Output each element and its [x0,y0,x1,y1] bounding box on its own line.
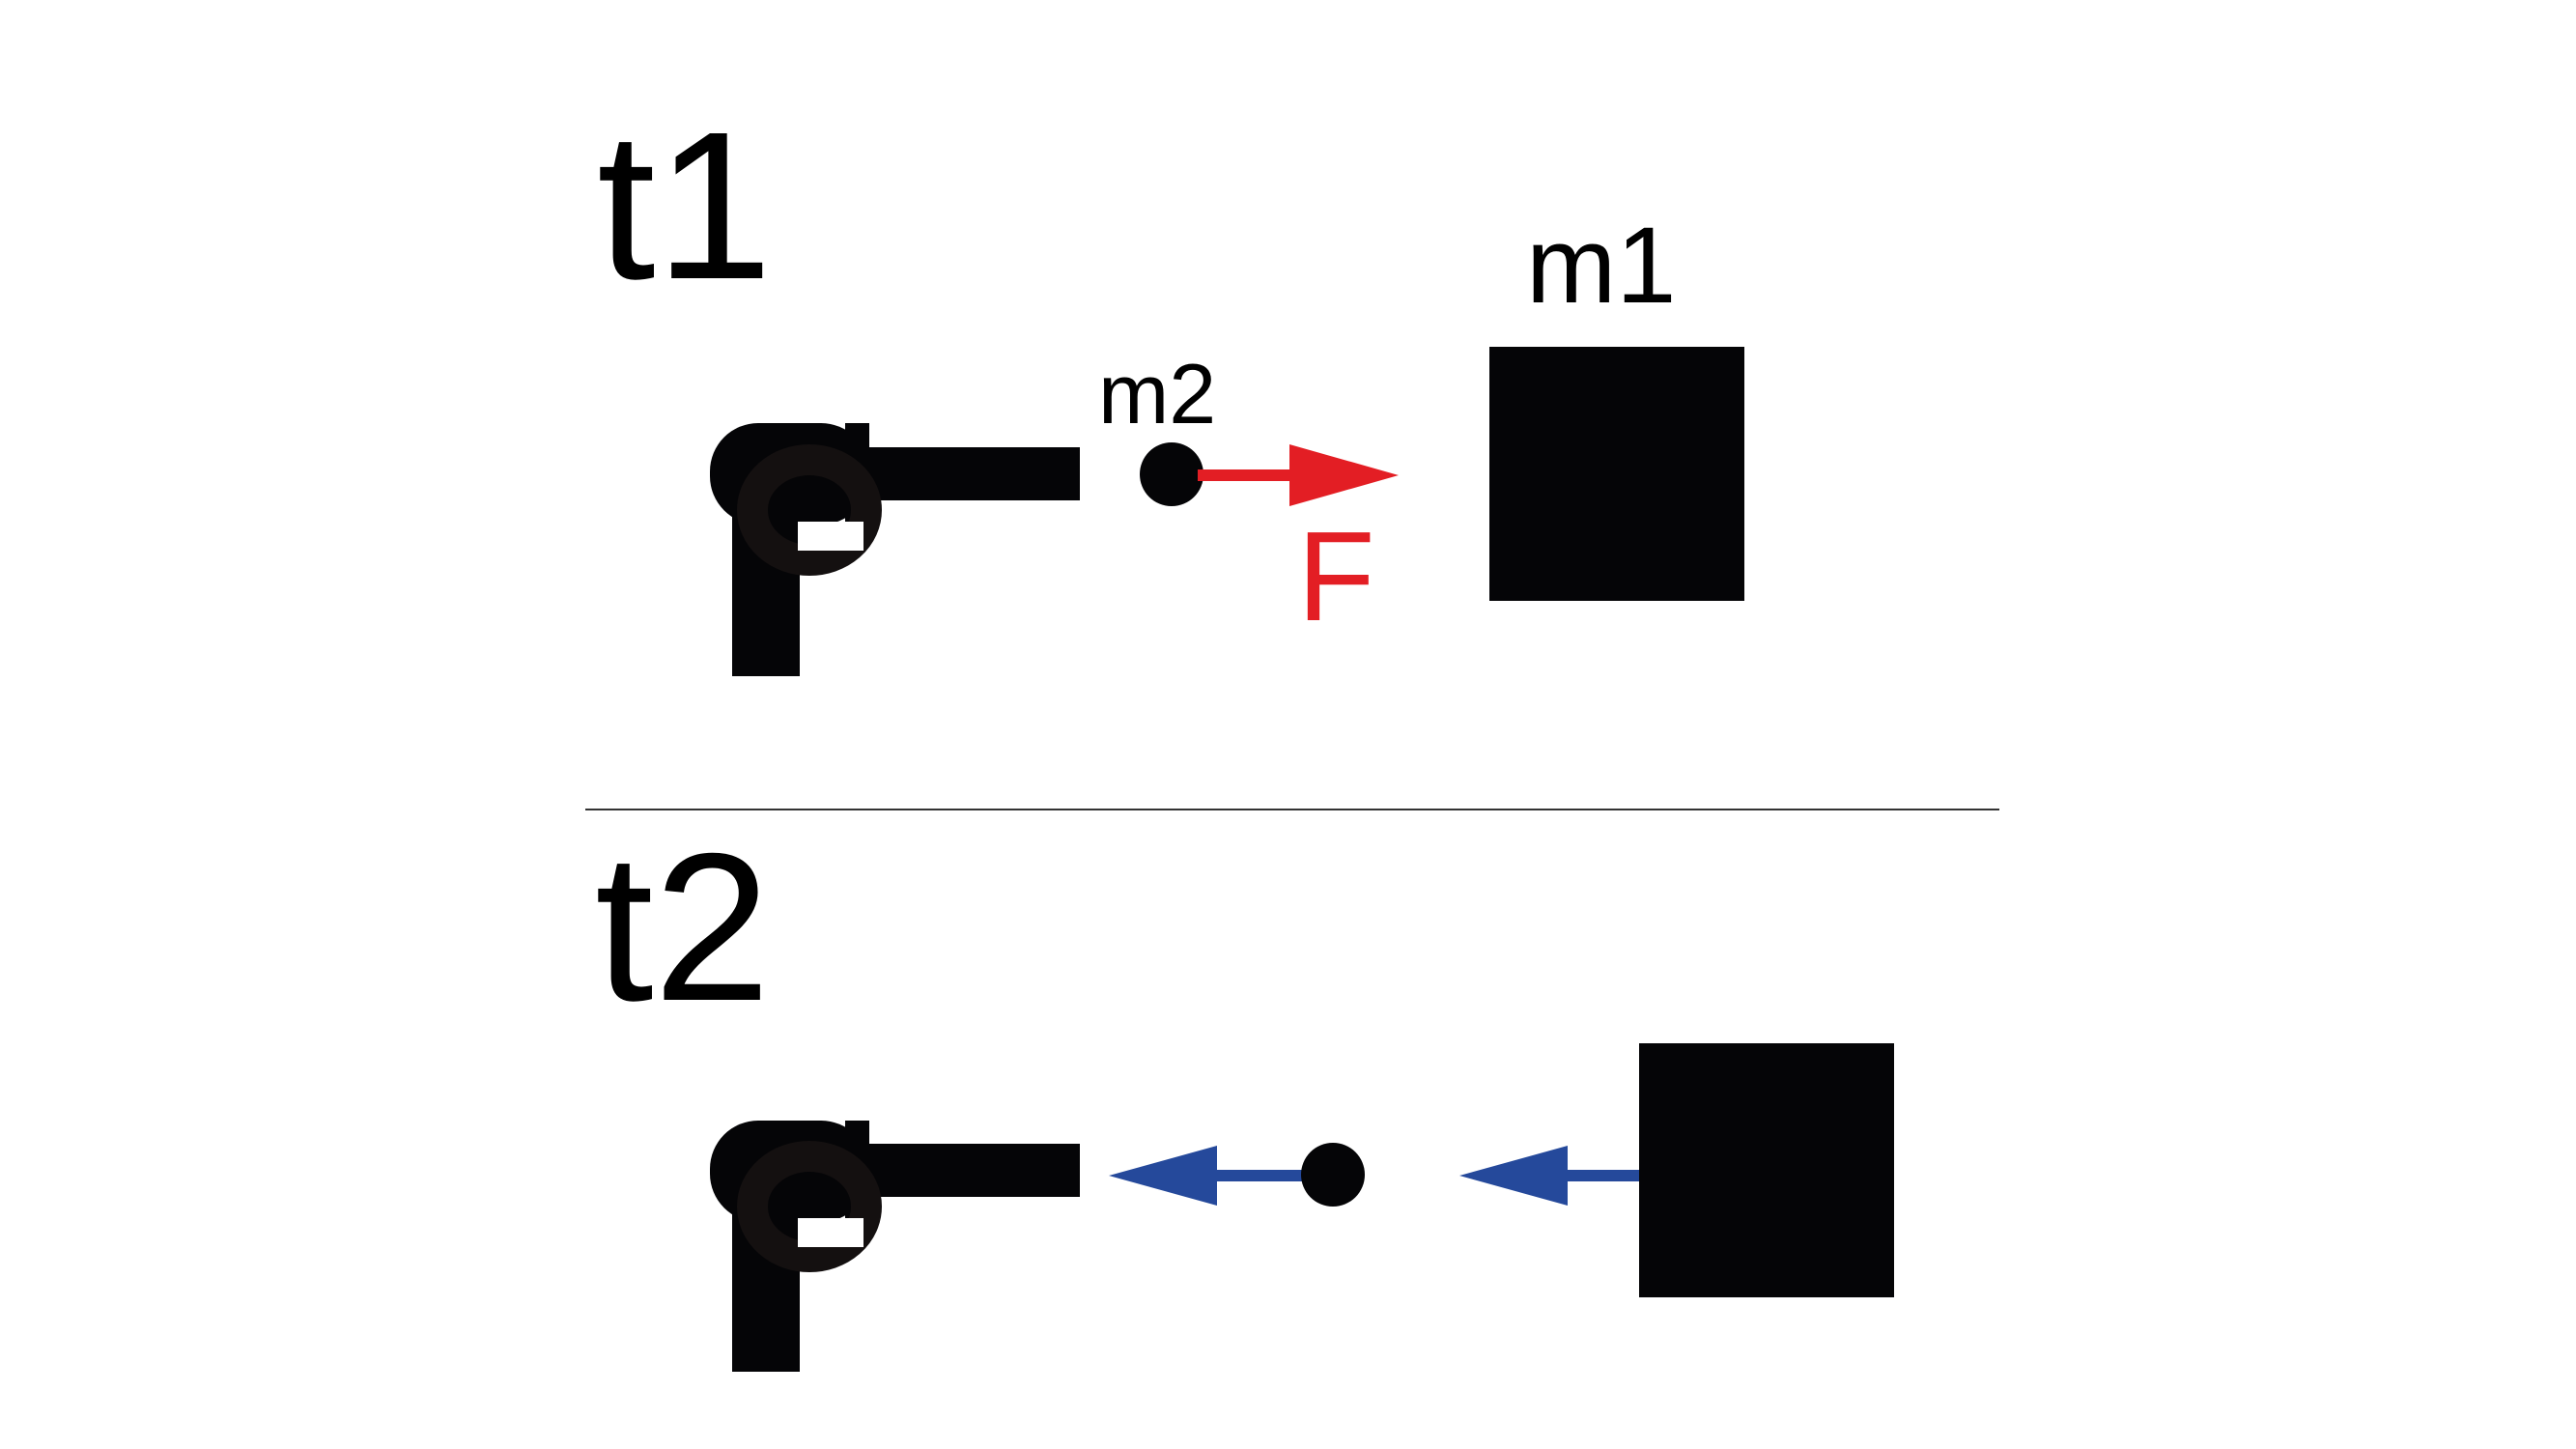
gun-icon [710,423,1080,676]
block-icon [1639,1043,1894,1297]
panel-t1: t1 m2 F m1 [597,89,1744,676]
force-label: F [1297,505,1375,647]
force-arrow [1198,444,1399,506]
block-velocity-arrow [1459,1146,1642,1206]
block-m1-label: m1 [1526,205,1677,326]
particle-icon [1301,1143,1365,1207]
panel-t2: t2 [595,810,1894,1372]
particle-velocity-arrow [1109,1146,1306,1206]
block-icon [1489,347,1744,601]
panel-t2-label: t2 [595,810,771,1045]
panel-t1-label: t1 [597,89,773,324]
particle-m2-label: m2 [1098,346,1216,441]
gun-icon [710,1121,1080,1372]
particle-icon [1140,442,1203,506]
